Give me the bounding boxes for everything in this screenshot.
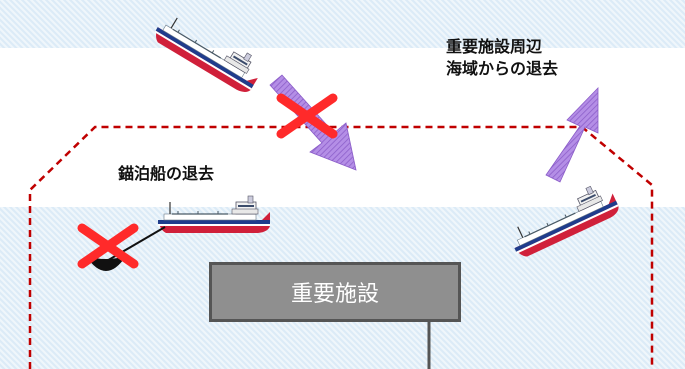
label-anchored-ship-removal: 錨泊船の退去 bbox=[118, 164, 215, 183]
label-zone-removal: 重要施設周辺 海域からの退去 bbox=[446, 36, 558, 80]
label-zone-removal-line1: 重要施設周辺 bbox=[446, 37, 543, 56]
cross-icon-anchored bbox=[82, 228, 134, 264]
label-zone-removal-line2: 海域からの退去 bbox=[446, 59, 559, 78]
zone-boundary bbox=[28, 125, 654, 369]
ship-icon-leaving-right bbox=[503, 178, 623, 261]
important-facility-box: 重要施設 bbox=[209, 262, 461, 322]
ship-icon-leaving-top bbox=[150, 5, 267, 97]
arrow-icon-up-right bbox=[545, 87, 599, 183]
important-facility-label: 重要施設 bbox=[290, 282, 379, 307]
ship-icon-anchored bbox=[157, 195, 271, 234]
sea-area-top bbox=[0, 0, 685, 48]
